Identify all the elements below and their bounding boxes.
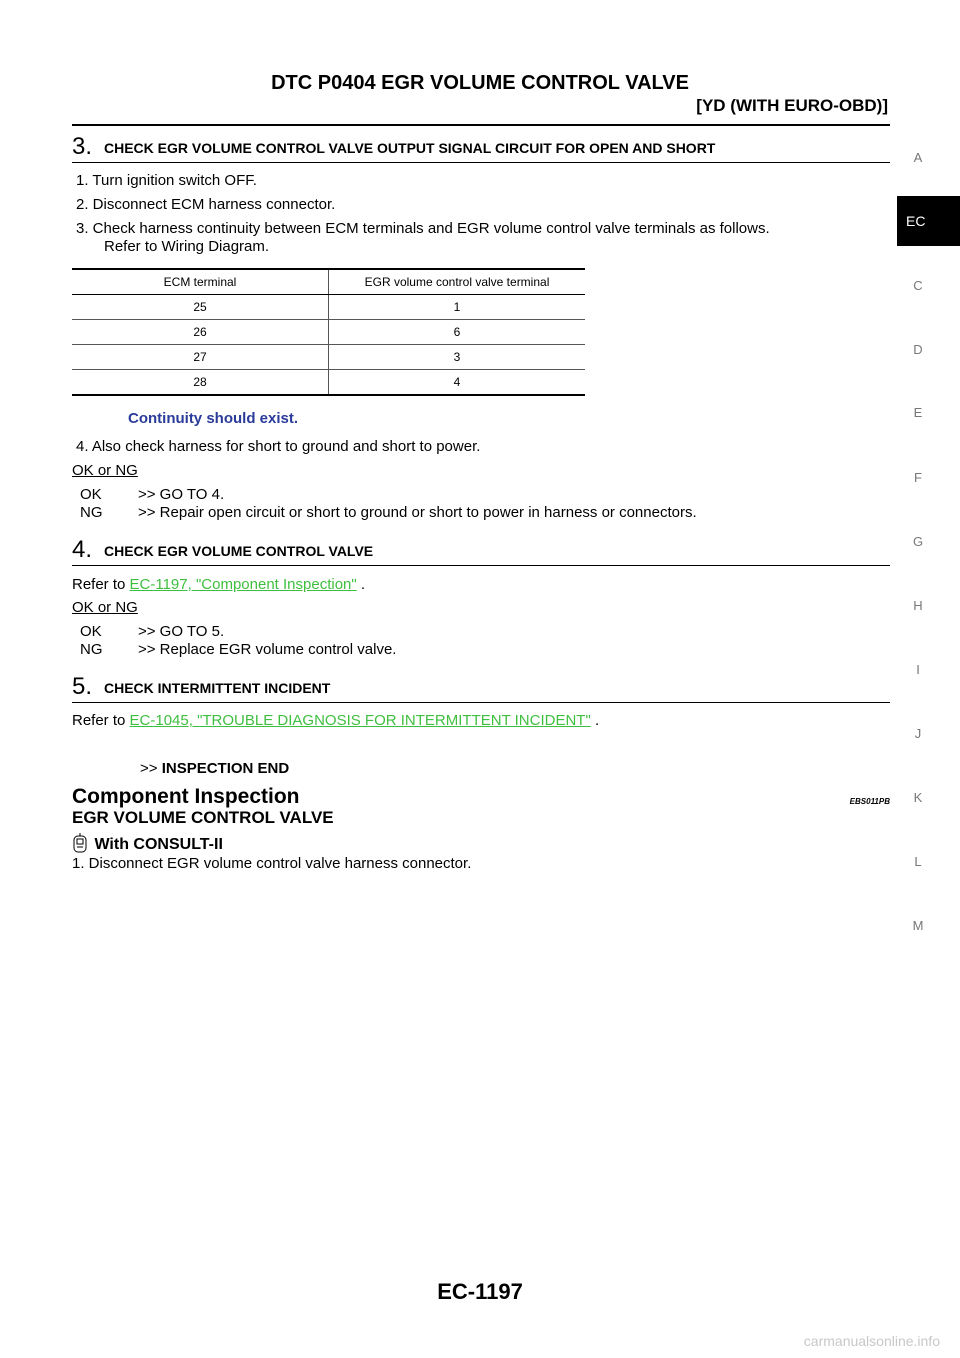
side-index-e[interactable]: E xyxy=(913,405,923,420)
side-index-active-tab[interactable]: EC xyxy=(897,196,960,246)
step-3-ok-line: OK >> GO TO 4. xyxy=(80,486,224,504)
end-text: INSPECTION END xyxy=(161,760,290,777)
component-item-1: 1. Disconnect EGR volume control valve h… xyxy=(72,855,472,872)
step-5-number: 5. xyxy=(72,673,93,700)
table-cell: 25 xyxy=(72,294,329,320)
table-row: 25 1 xyxy=(72,294,585,320)
consult-tester-icon xyxy=(72,833,90,858)
side-index-c[interactable]: C xyxy=(913,278,923,293)
side-index-h[interactable]: H xyxy=(913,598,923,613)
ng-key: NG xyxy=(80,504,103,521)
table-cell: 28 xyxy=(72,369,329,396)
watermark: carmanualsonline.info xyxy=(803,1333,940,1349)
inspection-end: >> INSPECTION END xyxy=(140,760,289,778)
side-index-d[interactable]: D xyxy=(913,342,923,357)
table-header-valve: EGR volume control valve terminal xyxy=(328,268,585,295)
table-header-row: ECM terminal EGR volume control valve te… xyxy=(72,268,585,295)
step-3-heading: 3. CHECK EGR VOLUME CONTROL VALVE OUTPUT… xyxy=(72,134,890,163)
component-inspection-heading: Component Inspection xyxy=(72,785,300,808)
side-index-i[interactable]: I xyxy=(916,662,920,677)
step-5-refer: Refer to EC-1045, "TROUBLE DIAGNOSIS FOR… xyxy=(72,712,599,730)
table-cell: 4 xyxy=(328,369,585,396)
step-4-heading: 4. CHECK EGR VOLUME CONTROL VALVE xyxy=(72,537,890,566)
refer-prefix: Refer to xyxy=(72,576,126,593)
step-3-item-3-cont: Refer to Wiring Diagram. xyxy=(104,238,270,255)
page-number: EC-1197 xyxy=(437,1279,523,1304)
table-cell: 26 xyxy=(72,319,329,345)
step-5-heading: 5. CHECK INTERMITTENT INCIDENT xyxy=(72,674,890,703)
table-row: 26 6 xyxy=(72,319,585,345)
side-index-g[interactable]: G xyxy=(912,534,924,549)
ok-key: OK xyxy=(80,486,102,503)
side-index-m[interactable]: M xyxy=(912,918,924,933)
continuity-note: Continuity should exist. xyxy=(128,410,299,427)
step-3-number: 3. xyxy=(72,133,93,160)
page-title: DTC P0404 EGR VOLUME CONTROL VALVE xyxy=(271,72,689,94)
end-arrow: >> xyxy=(140,760,158,777)
side-tab-label: EC xyxy=(906,213,926,229)
table-cell: 3 xyxy=(328,344,585,370)
step-4-ng-line: NG >> Replace EGR volume control valve. xyxy=(80,641,396,659)
refer-suffix: . xyxy=(360,576,366,593)
step-5-title: CHECK INTERMITTENT INCIDENT xyxy=(104,680,331,696)
step-4-title: CHECK EGR VOLUME CONTROL VALVE xyxy=(104,543,374,559)
component-inspection-link[interactable]: EC-1197, "Component Inspection" xyxy=(129,576,357,593)
ok-text: >> GO TO 5. xyxy=(138,623,225,640)
page-subtitle: [YD (WITH EURO-OBD)] xyxy=(696,96,888,115)
ok-text: >> GO TO 4. xyxy=(138,486,225,503)
step-3-ng-line: NG >> Repair open circuit or short to gro… xyxy=(80,504,697,522)
side-index-l[interactable]: L xyxy=(914,854,922,869)
with-consult-line: With CONSULT-II xyxy=(72,833,223,858)
ng-text: >> Replace EGR volume control valve. xyxy=(138,641,397,658)
table-cell: 1 xyxy=(328,294,585,320)
reference-code: EBS011PB xyxy=(849,797,890,806)
table-cell: 27 xyxy=(72,344,329,370)
step-4-refer: Refer to EC-1197, "Component Inspection"… xyxy=(72,576,365,594)
ok-key: OK xyxy=(80,623,102,640)
table-cell: 6 xyxy=(328,319,585,345)
header-rule xyxy=(72,124,890,126)
step-3-item-4: 4. Also check harness for short to groun… xyxy=(76,438,481,455)
with-consult-label: With CONSULT-II xyxy=(94,836,223,853)
step-4-ok-line: OK >> GO TO 5. xyxy=(80,623,224,641)
ng-key: NG xyxy=(80,641,103,658)
refer-suffix: . xyxy=(594,712,600,729)
side-index-j[interactable]: J xyxy=(914,726,922,741)
step-3-item-2: 2. Disconnect ECM harness connector. xyxy=(76,196,336,213)
step-4-number: 4. xyxy=(72,536,93,563)
table-row: 28 4 xyxy=(72,369,585,396)
refer-prefix: Refer to xyxy=(72,712,126,729)
table-row: 27 3 xyxy=(72,344,585,370)
step-3-title: CHECK EGR VOLUME CONTROL VALVE OUTPUT SI… xyxy=(104,140,716,156)
table-header-ecm: ECM terminal xyxy=(72,268,329,295)
step-4-ok-ng: OK or NG xyxy=(72,599,138,616)
side-index-a[interactable]: A xyxy=(913,150,923,165)
side-index-k[interactable]: K xyxy=(913,790,923,805)
egr-valve-subheading: EGR VOLUME CONTROL VALVE xyxy=(72,808,334,827)
intermittent-incident-link[interactable]: EC-1045, "TROUBLE DIAGNOSIS FOR INTERMIT… xyxy=(129,712,591,729)
side-index-f[interactable]: F xyxy=(914,470,922,485)
step-3-item-1: 1. Turn ignition switch OFF. xyxy=(76,172,257,189)
terminal-table: ECM terminal EGR volume control valve te… xyxy=(72,268,585,396)
ng-text: >> Repair open circuit or short to groun… xyxy=(138,504,697,521)
step-3-ok-ng: OK or NG xyxy=(72,462,138,479)
step-3-item-3: 3. Check harness continuity between ECM … xyxy=(76,220,770,237)
